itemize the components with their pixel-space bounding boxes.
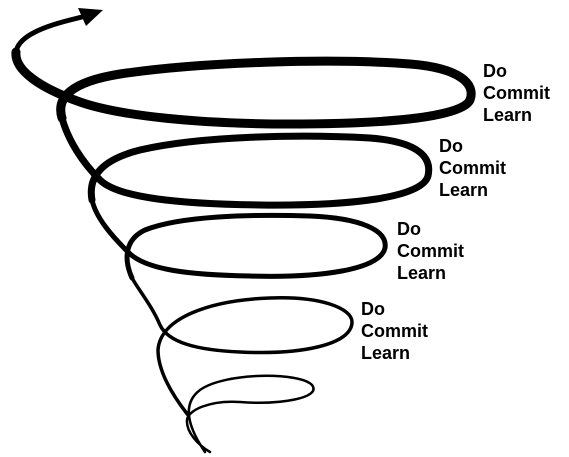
label-commit: Commit	[361, 321, 428, 341]
label-commit: Commit	[439, 158, 506, 178]
label-do: Do	[439, 136, 463, 156]
label-group-4: Do Commit Learn	[361, 298, 428, 364]
label-do: Do	[361, 299, 385, 319]
spiral-loop-3	[89, 197, 388, 281]
spiral-loop-4	[130, 276, 354, 417]
label-group-2: Do Commit Learn	[439, 135, 506, 201]
spiral-loop-5	[185, 374, 315, 454]
label-learn: Learn	[483, 105, 533, 125]
label-learn: Learn	[439, 180, 489, 200]
spiral-loop-2	[58, 114, 433, 209]
label-group-3: Do Commit Learn	[397, 218, 464, 284]
label-do: Do	[483, 61, 507, 81]
spiral-loop-1	[11, 47, 476, 129]
spiral-tail	[13, 13, 89, 55]
label-group-1: Do Commit Learn	[483, 60, 550, 126]
arrowhead-icon	[78, 8, 103, 26]
label-learn: Learn	[397, 263, 447, 283]
label-learn: Learn	[361, 343, 411, 363]
label-commit: Commit	[397, 241, 464, 261]
label-do: Do	[397, 219, 421, 239]
label-commit: Commit	[483, 83, 550, 103]
